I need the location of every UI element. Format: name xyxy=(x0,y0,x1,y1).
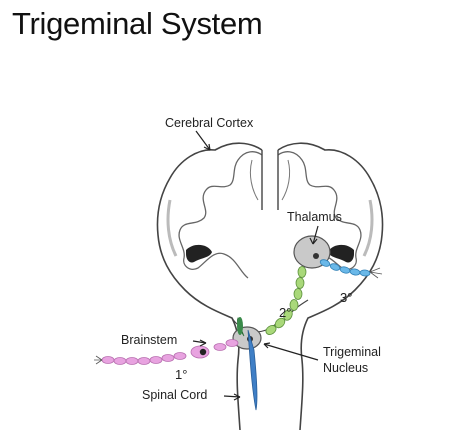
trigeminal-nucleus-arrow xyxy=(263,343,319,361)
label-trigeminal-line1: Trigeminal xyxy=(323,345,381,359)
trigeminal-nucleus-shape xyxy=(232,326,262,350)
label-thalamus: Thalamus xyxy=(287,210,342,224)
label-tertiary: 3° xyxy=(340,290,353,305)
right-hemisphere xyxy=(277,142,384,431)
spinal-cord-arrow xyxy=(223,395,241,398)
brainstem-arrow xyxy=(192,340,207,344)
thalamus-arrow xyxy=(312,225,319,245)
secondary-neuron xyxy=(265,266,307,335)
left-ventricle xyxy=(186,244,212,263)
right-ventricle xyxy=(328,244,354,263)
cerebral-cortex-arrow xyxy=(195,130,211,151)
label-spinal-cord: Spinal Cord xyxy=(142,388,208,402)
label-brainstem: Brainstem xyxy=(121,333,178,347)
tertiary-neuron xyxy=(319,259,371,277)
primary-neuron xyxy=(101,339,239,365)
page-title: Trigeminal System xyxy=(12,6,263,41)
label-trigeminal-line2: Nucleus xyxy=(323,361,369,375)
spinal-tract xyxy=(247,329,258,411)
left-hemisphere xyxy=(156,142,263,431)
label-primary: 1° xyxy=(175,367,188,382)
label-cerebral-cortex: Cerebral Cortex xyxy=(165,116,254,130)
label-secondary: 2° xyxy=(279,305,292,320)
